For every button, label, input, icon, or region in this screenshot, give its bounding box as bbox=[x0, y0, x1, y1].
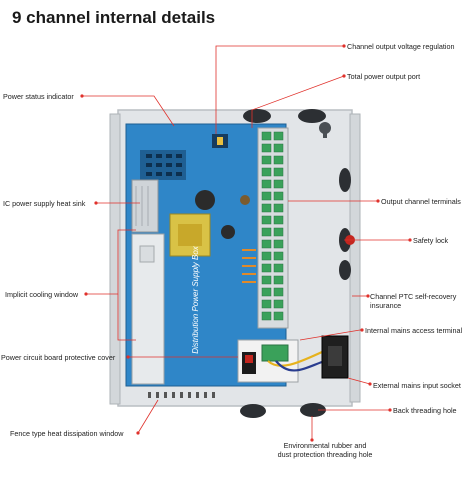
label-channel-ptc-line1: Channel PTC self-recovery bbox=[370, 292, 457, 301]
label-total-power-output-port: Total power output port bbox=[347, 72, 421, 81]
label-ic-power-supply-heat-sink: IC power supply heat sink bbox=[3, 199, 86, 208]
label-output-channel-terminals: Output channel terminals bbox=[381, 197, 461, 206]
label-channel-ptc: Channel PTC self-recovery insurance bbox=[370, 292, 456, 310]
label-environmental-threading-hole: Environmental rubber and dust protection… bbox=[270, 441, 380, 459]
label-internal-mains-access-terminal: Internal mains access terminal bbox=[365, 326, 463, 335]
board-label: Distribution Power Supply Box bbox=[191, 245, 200, 354]
label-back-threading-hole: Back threading hole bbox=[393, 406, 457, 415]
output-terminal-block bbox=[257, 127, 289, 329]
mains-section bbox=[237, 335, 349, 383]
mounting-hole-right bbox=[319, 122, 331, 138]
label-power-circuit-board-protective-cover: Power circuit board protective cover bbox=[1, 353, 116, 362]
label-environmental-line1: Environmental rubber and bbox=[283, 441, 367, 450]
label-environmental-line2: dust protection threading hole bbox=[277, 450, 373, 459]
label-fence-type-heat-dissipation-window: Fence type heat dissipation window bbox=[10, 429, 124, 438]
ic-heat-sink bbox=[131, 179, 159, 233]
leader-dots bbox=[80, 44, 412, 442]
label-external-mains-input-socket: External mains input socket bbox=[373, 381, 461, 390]
label-implicit-cooling-window: Implicit cooling window bbox=[5, 290, 79, 299]
page-title: 9 channel internal details bbox=[12, 8, 216, 27]
label-safety-lock: Safety lock bbox=[413, 236, 449, 245]
label-channel-output-voltage-regulation: Channel output voltage regulation bbox=[347, 42, 455, 51]
fence-heat-dissipation-window bbox=[148, 392, 215, 398]
label-power-status-indicator: Power status indicator bbox=[3, 92, 74, 101]
label-channel-ptc-line2: insurance bbox=[370, 301, 402, 310]
protective-cover bbox=[131, 233, 165, 385]
leader-lines bbox=[82, 45, 410, 440]
